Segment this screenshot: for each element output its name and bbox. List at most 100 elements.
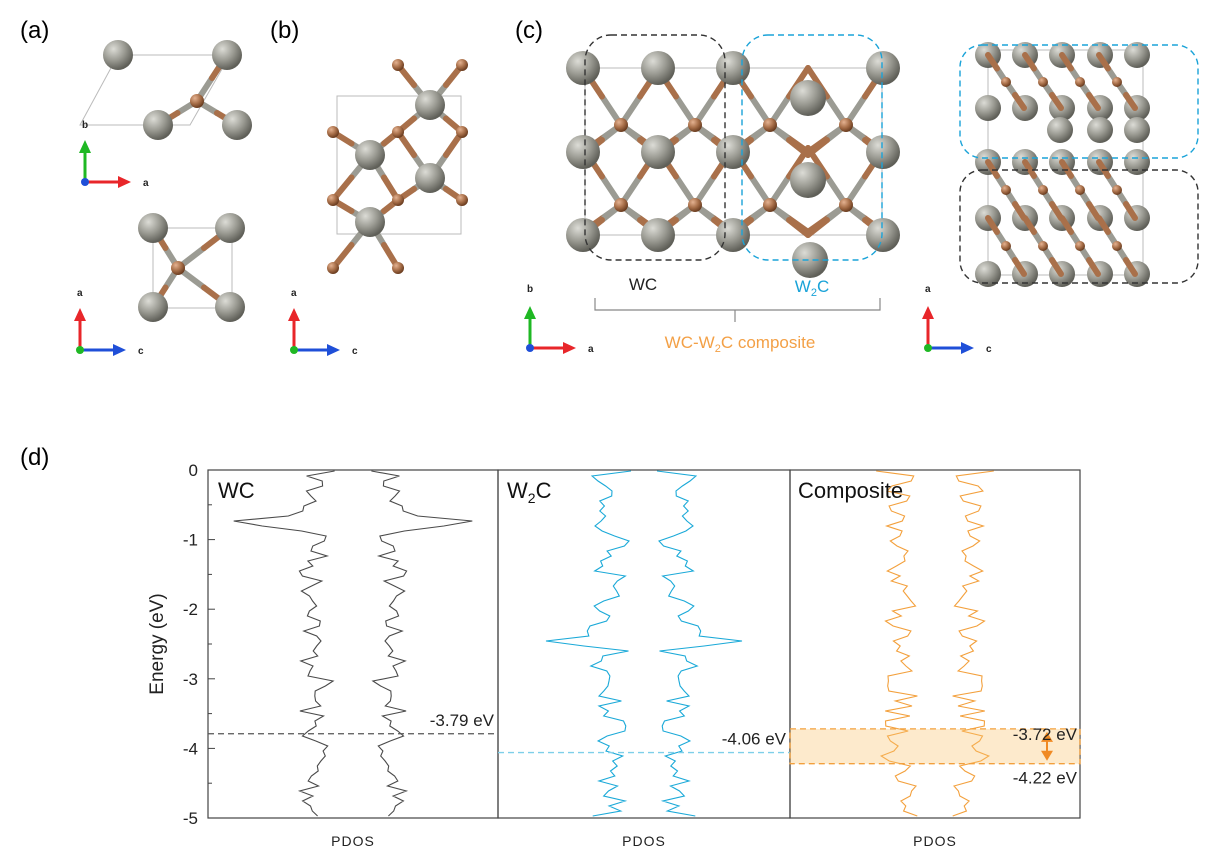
tungsten-atom xyxy=(138,213,168,243)
pdos-panel-frame xyxy=(207,469,499,819)
y-tick-label: -5 xyxy=(183,809,198,828)
tungsten-atom xyxy=(975,95,1001,121)
x-axis-label: PDOS xyxy=(331,833,375,849)
axis-origin xyxy=(290,346,298,354)
carbon-atom xyxy=(1001,77,1011,87)
tungsten-atom xyxy=(641,218,675,252)
w2c-region-box xyxy=(741,34,883,261)
composite-label: WC-W2C composite xyxy=(665,333,816,355)
panel-label-b: (b) xyxy=(270,17,299,44)
tungsten-atom xyxy=(1047,117,1073,143)
tungsten-atom xyxy=(212,40,242,70)
wc-marker-label: -3.79 eV xyxy=(430,711,495,730)
carbon-atom xyxy=(392,194,404,206)
bond xyxy=(786,217,811,238)
bond xyxy=(985,215,1000,235)
structure-a-ac-view xyxy=(138,213,245,322)
bond xyxy=(1012,201,1027,221)
composite-band xyxy=(789,728,1081,765)
carbon-atom xyxy=(1038,77,1048,87)
carbon-atom xyxy=(1075,241,1085,251)
pdos-curve-WC-right xyxy=(371,470,473,817)
axis-origin xyxy=(526,344,534,352)
carbon-atom xyxy=(190,94,204,108)
tungsten-atom xyxy=(566,135,600,169)
bond xyxy=(1022,52,1037,72)
axis-arrowhead xyxy=(524,306,536,319)
axis-origin xyxy=(76,346,84,354)
bond xyxy=(1022,215,1037,235)
band-gap-arrowhead xyxy=(1041,731,1053,742)
structure-c-composite-ac-view xyxy=(975,42,1150,287)
tungsten-atom xyxy=(792,242,828,278)
tungsten-atom xyxy=(215,292,245,322)
panel-label-a: (a) xyxy=(20,17,49,44)
tungsten-atom xyxy=(866,218,900,252)
band-gap-arrowhead xyxy=(1041,750,1053,761)
pdos-curve-Composite-left xyxy=(876,470,918,817)
w2c-slab-box xyxy=(959,44,1199,159)
pdos-title-w2c: W2C xyxy=(507,478,552,506)
tungsten-atom xyxy=(138,292,168,322)
axis-label-a: a xyxy=(143,178,149,189)
tungsten-atom xyxy=(415,163,445,193)
y-tick-label: -3 xyxy=(183,670,198,689)
pdos-curve-W2C-right xyxy=(656,470,743,817)
pdos-title-wc: WC xyxy=(218,478,255,503)
axis-arrowhead xyxy=(327,344,340,356)
axis-arrowhead xyxy=(288,308,300,321)
axis-label-c: c xyxy=(352,346,358,357)
pdos-panel-frame xyxy=(789,469,1081,819)
y-tick-label: -1 xyxy=(183,531,198,550)
carbon-atom xyxy=(1112,77,1122,87)
pdos-panel-frame xyxy=(497,469,791,819)
axis-arrowhead xyxy=(79,140,91,153)
tungsten-atom xyxy=(415,90,445,120)
tungsten-atom xyxy=(790,80,826,116)
tungsten-atom xyxy=(1124,42,1150,68)
bond xyxy=(1096,52,1111,72)
y-tick-label: -4 xyxy=(183,739,198,758)
carbon-atom xyxy=(763,118,777,132)
bond xyxy=(1123,92,1138,111)
bond xyxy=(985,159,1000,179)
carbon-atom xyxy=(839,198,853,212)
bond xyxy=(1059,159,1074,179)
bond xyxy=(1059,215,1074,235)
tungsten-atom xyxy=(866,135,900,169)
bond xyxy=(985,52,1000,72)
wc-slab-box xyxy=(959,169,1199,284)
pdos-curve-W2C-left xyxy=(545,470,632,817)
bond xyxy=(1012,257,1027,277)
axis-arrowhead xyxy=(563,342,576,354)
tungsten-atom xyxy=(1087,117,1113,143)
carbon-atom xyxy=(1112,241,1122,251)
y-axis-label: Energy (eV) xyxy=(147,593,168,694)
wc-label: WC xyxy=(629,275,657,294)
tungsten-atom xyxy=(566,51,600,85)
bond xyxy=(1059,52,1074,72)
structure-c-composite-ab-view xyxy=(566,51,900,278)
axis-label-b: b xyxy=(82,120,88,131)
axis-origin xyxy=(924,344,932,352)
bond xyxy=(1096,159,1111,179)
tungsten-atom xyxy=(143,110,173,140)
tungsten-atom xyxy=(716,51,750,85)
carbon-atom xyxy=(392,126,404,138)
axis-arrowhead xyxy=(74,308,86,321)
structure-b-ac-view xyxy=(327,59,468,274)
tungsten-atom xyxy=(641,135,675,169)
tungsten-atom xyxy=(222,110,252,140)
tungsten-atom xyxy=(566,218,600,252)
panel-label-d: (d) xyxy=(20,444,49,471)
tungsten-atom xyxy=(215,213,245,243)
axis-label-a: a xyxy=(77,288,83,299)
wc-region-box xyxy=(584,34,726,261)
pdos-title-composite: Composite xyxy=(798,478,903,503)
w2c-marker-label: -4.06 eV xyxy=(722,730,787,749)
tungsten-atom xyxy=(975,261,1001,287)
panel-label-c: (c) xyxy=(515,17,543,44)
band-upper-label: -3.72 eV xyxy=(1013,725,1078,744)
